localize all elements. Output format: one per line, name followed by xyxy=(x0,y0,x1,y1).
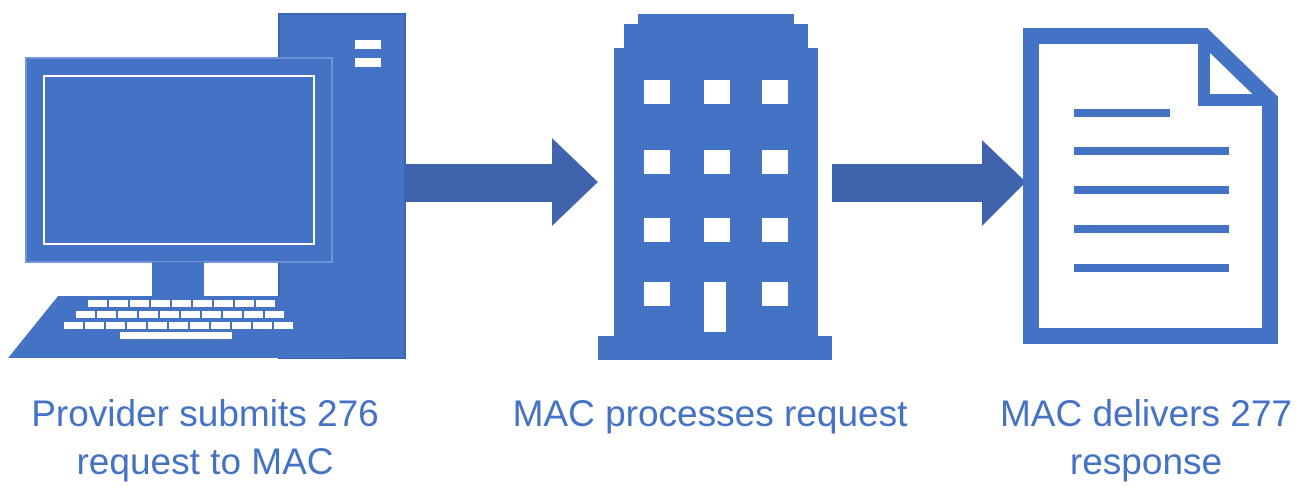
keyboard-key xyxy=(106,322,125,329)
keyboard-key xyxy=(109,300,128,307)
step-2-caption: MAC processes request xyxy=(500,390,920,438)
caption-line: MAC processes request xyxy=(512,393,908,434)
document-folded-corner xyxy=(1198,36,1270,106)
keyboard-key xyxy=(214,300,233,307)
tower-drive-slot xyxy=(355,40,381,49)
keyboard-key xyxy=(88,300,107,307)
building-window xyxy=(762,80,788,104)
keyboard-key xyxy=(253,322,272,329)
office-building-icon xyxy=(598,14,832,360)
tower-drive-slot xyxy=(355,58,381,67)
keyboard-key xyxy=(172,300,191,307)
step-3-caption: MAC delivers 277 response xyxy=(990,390,1302,486)
keyboard-keys xyxy=(64,300,293,329)
building-window xyxy=(644,282,670,306)
keyboard-key xyxy=(274,322,293,329)
keyboard-key xyxy=(151,300,170,307)
keyboard-key xyxy=(160,311,179,318)
keyboard-key xyxy=(211,322,230,329)
right-arrow-icon xyxy=(405,138,598,226)
caption-line: request to MAC xyxy=(76,441,334,482)
monitor-stand xyxy=(152,262,204,298)
document-icon xyxy=(1023,28,1278,344)
keyboard-key xyxy=(64,322,83,329)
keyboard-key xyxy=(85,322,104,329)
step-1-caption: Provider submits 276 request to MAC xyxy=(0,390,410,486)
keyboard-spacebar xyxy=(120,332,232,339)
keyboard-key xyxy=(202,311,221,318)
building-window xyxy=(644,80,670,104)
building-window xyxy=(762,150,788,174)
keyboard-key xyxy=(139,311,158,318)
caption-line: response xyxy=(1069,441,1223,482)
building-window xyxy=(704,218,730,242)
keyboard-key xyxy=(244,311,263,318)
building-windows xyxy=(644,80,788,306)
keyboard-key xyxy=(169,322,188,329)
keyboard-key xyxy=(130,300,149,307)
keyboard-key xyxy=(127,322,146,329)
monitor-screen xyxy=(43,75,315,245)
keyboard-key xyxy=(190,322,209,329)
desktop-computer-icon xyxy=(8,13,406,359)
document-text-line xyxy=(1074,186,1229,194)
caption-line: MAC delivers 277 xyxy=(999,393,1292,434)
document-text-line xyxy=(1074,264,1229,272)
building-window xyxy=(762,218,788,242)
keyboard-key xyxy=(76,311,95,318)
building-door xyxy=(704,282,726,332)
document-text-line xyxy=(1074,109,1170,117)
keyboard-key xyxy=(97,311,116,318)
building-window xyxy=(704,150,730,174)
building-window xyxy=(644,150,670,174)
keyboard-key xyxy=(118,311,137,318)
building-window xyxy=(762,282,788,306)
keyboard-key xyxy=(181,311,200,318)
keyboard-key xyxy=(235,300,254,307)
building-window xyxy=(644,218,670,242)
right-arrow-icon xyxy=(832,140,1026,226)
keyboard-key xyxy=(256,300,275,307)
document-text-line xyxy=(1074,225,1229,233)
keyboard-key xyxy=(193,300,212,307)
keyboard-key xyxy=(265,311,284,318)
document-text-line xyxy=(1074,147,1229,155)
caption-line: Provider submits 276 xyxy=(31,393,379,434)
building-window xyxy=(704,80,730,104)
keyboard-key xyxy=(232,322,251,329)
keyboard-key xyxy=(223,311,242,318)
keyboard-key xyxy=(148,322,167,329)
